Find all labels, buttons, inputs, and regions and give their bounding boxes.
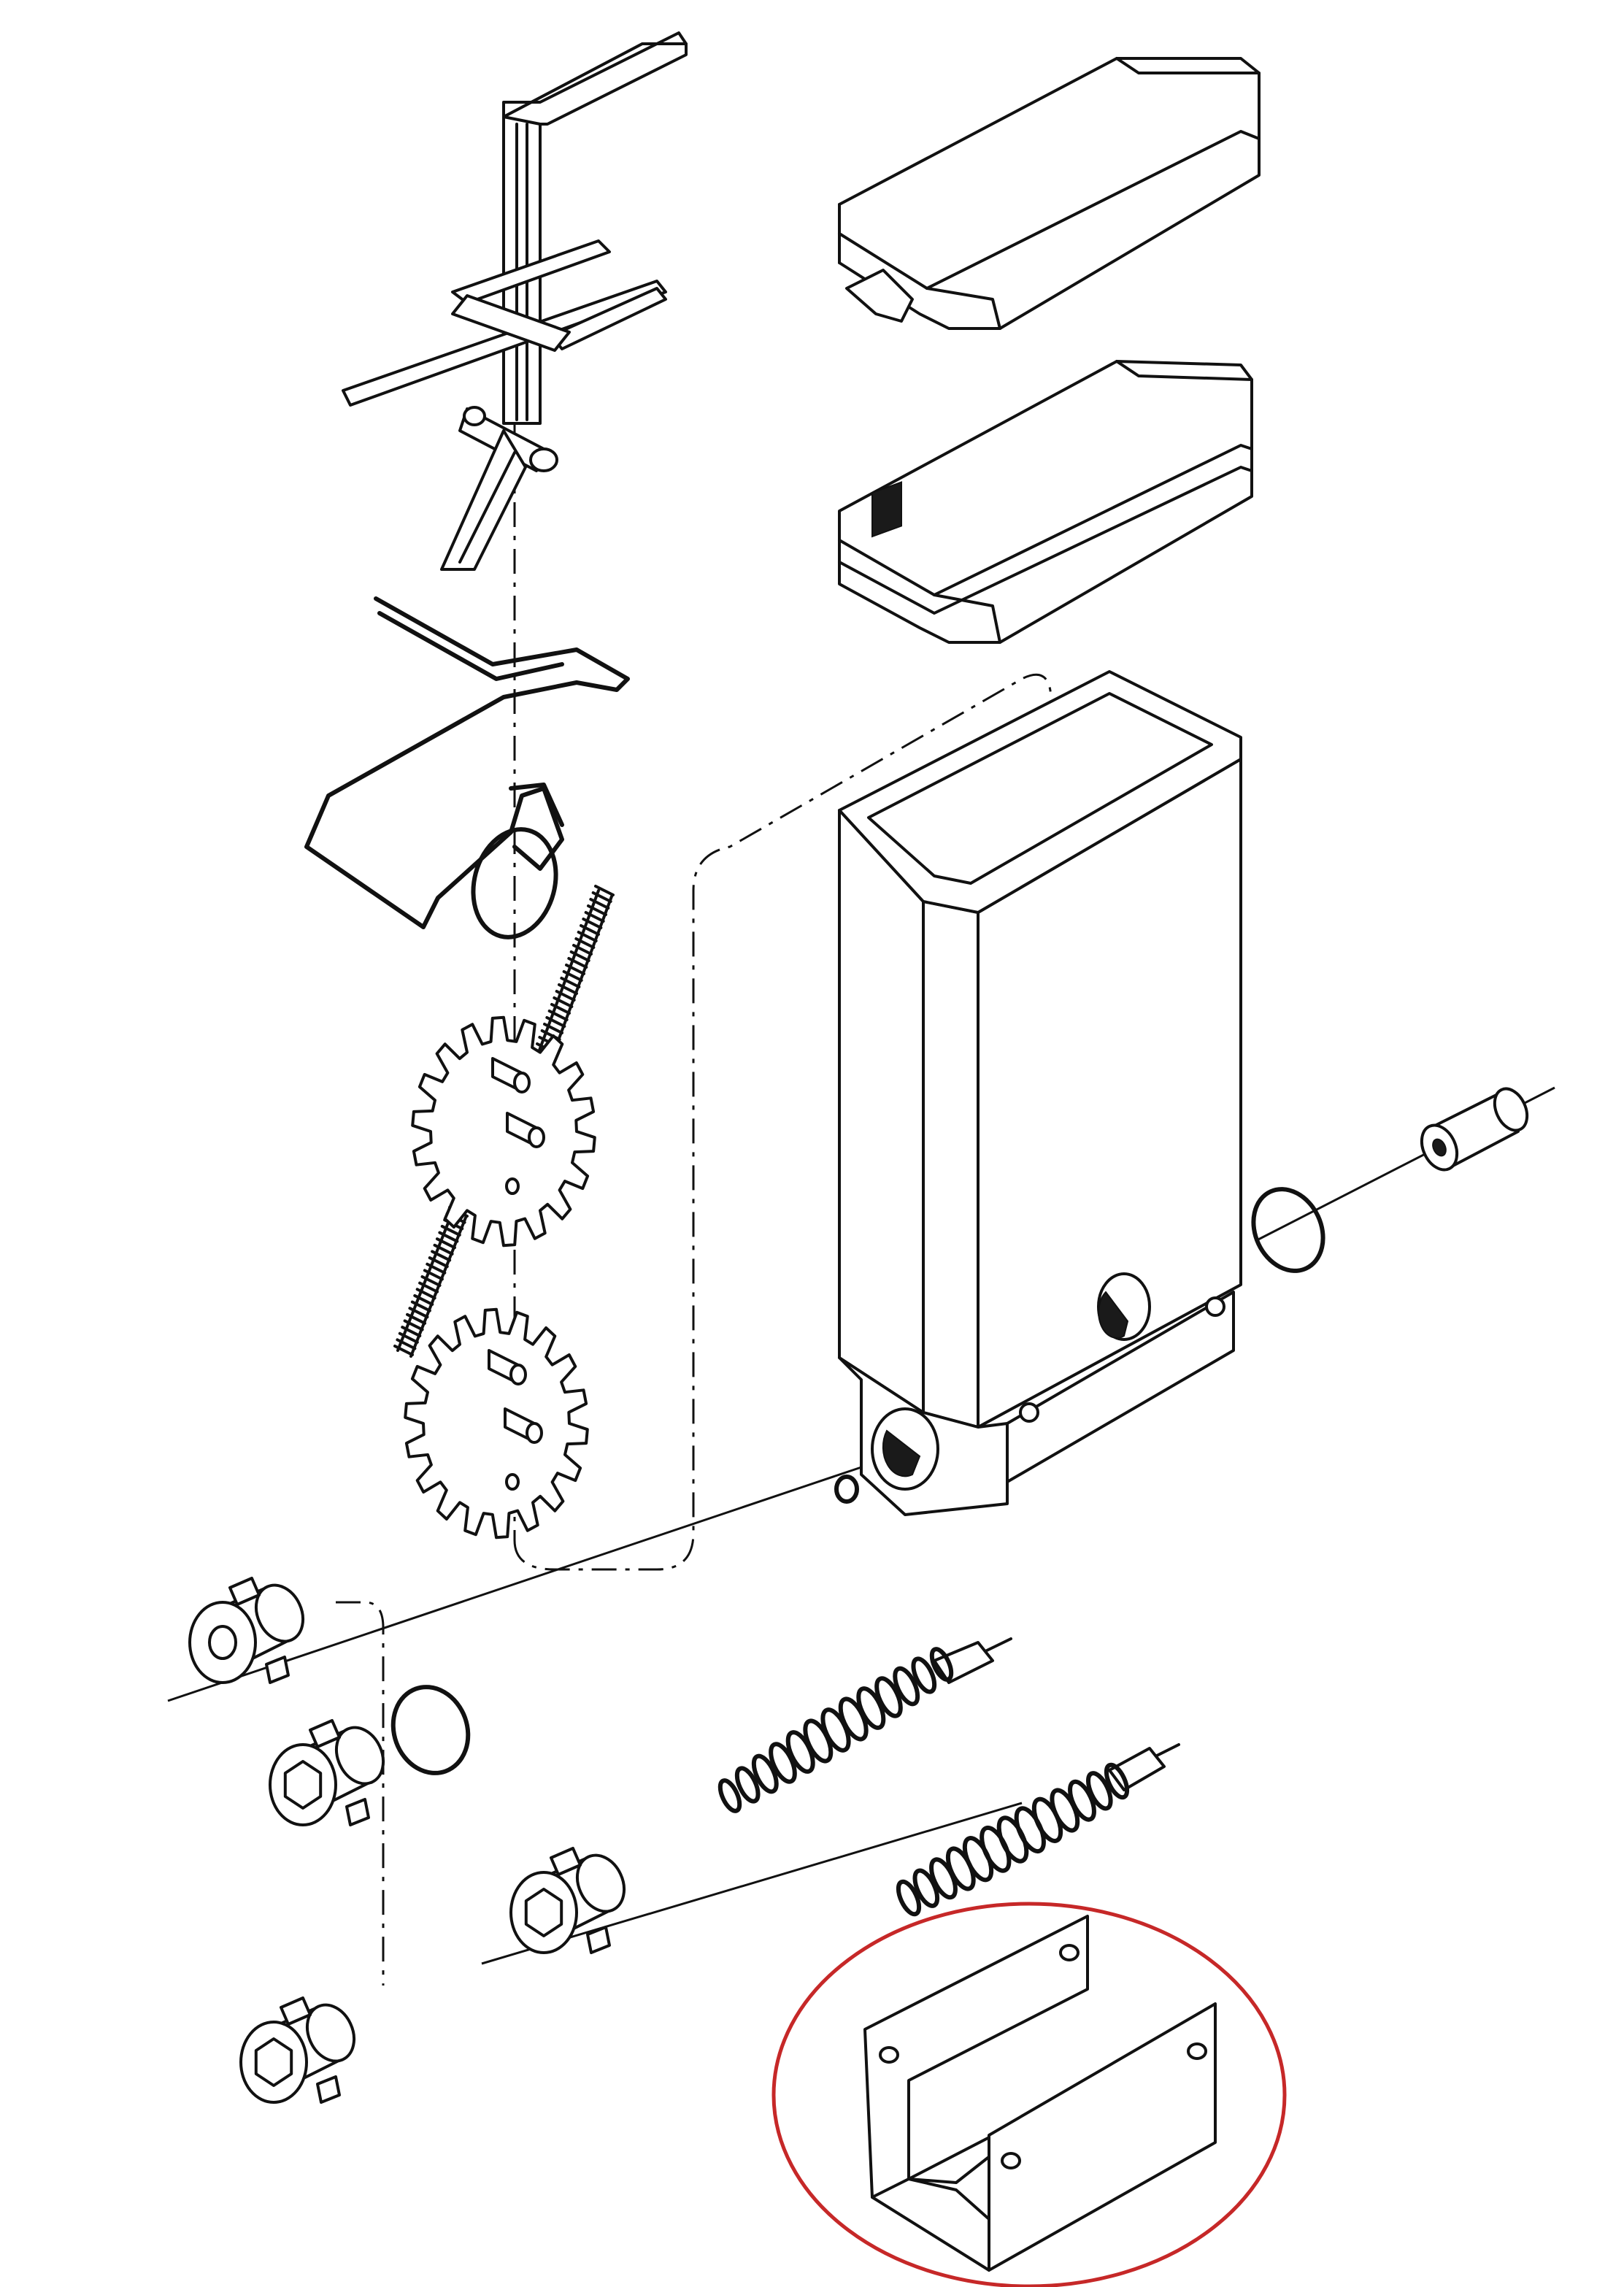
nozzle-fittings — [188, 1577, 626, 2104]
u-shaped-bracket — [863, 1915, 1217, 2272]
agitator-cross-arm-1 — [342, 280, 667, 407]
bracket-hole-4 — [1187, 2042, 1207, 2060]
bracket-front-wall — [988, 2002, 1217, 2272]
bracket-hole-2 — [1059, 1944, 1080, 1961]
gear-upper — [411, 1015, 596, 1248]
nozzle-fitting — [188, 1577, 305, 1684]
nozzle-fitting — [509, 1847, 626, 1954]
hopper-top-opening — [838, 670, 1242, 914]
small-washer — [834, 1475, 859, 1504]
auger-axis-line-1 — [481, 1802, 1023, 1965]
hopper-lid-top — [838, 57, 1261, 330]
hopper-lid-bottom — [838, 360, 1253, 644]
hopper-mounting-plate — [1006, 1291, 1235, 1483]
highlight-ellipse — [771, 1902, 1287, 2287]
agitator-hub-plate — [451, 294, 571, 352]
agitator-top-blade — [502, 42, 688, 126]
agitator-lower-blade — [440, 429, 527, 571]
wire-bail-frame — [304, 596, 630, 929]
nozzle-o-ring — [390, 1685, 471, 1775]
hopper-body — [838, 481, 1242, 1516]
agitator-cross-arm-2 — [451, 239, 611, 304]
auger-lower — [896, 1743, 1180, 1917]
nozzle-fitting — [239, 1996, 356, 2104]
wire-ring — [471, 827, 558, 939]
bracket-hole-3 — [1001, 2152, 1021, 2169]
wire-bail — [304, 596, 630, 939]
side-bushing — [1420, 1087, 1529, 1172]
lid-tab — [845, 269, 914, 323]
nozzle-fitting — [269, 1719, 385, 1826]
side-o-ring — [1251, 1187, 1325, 1273]
gear-to-hopper-dashline — [513, 673, 1052, 1571]
auger-upper — [717, 1637, 1012, 1813]
hopper-front-left-face — [838, 809, 925, 1414]
agitator-paddle — [342, 31, 688, 571]
bracket-hole-1 — [879, 2046, 899, 2064]
gear-lower — [404, 1307, 589, 1540]
